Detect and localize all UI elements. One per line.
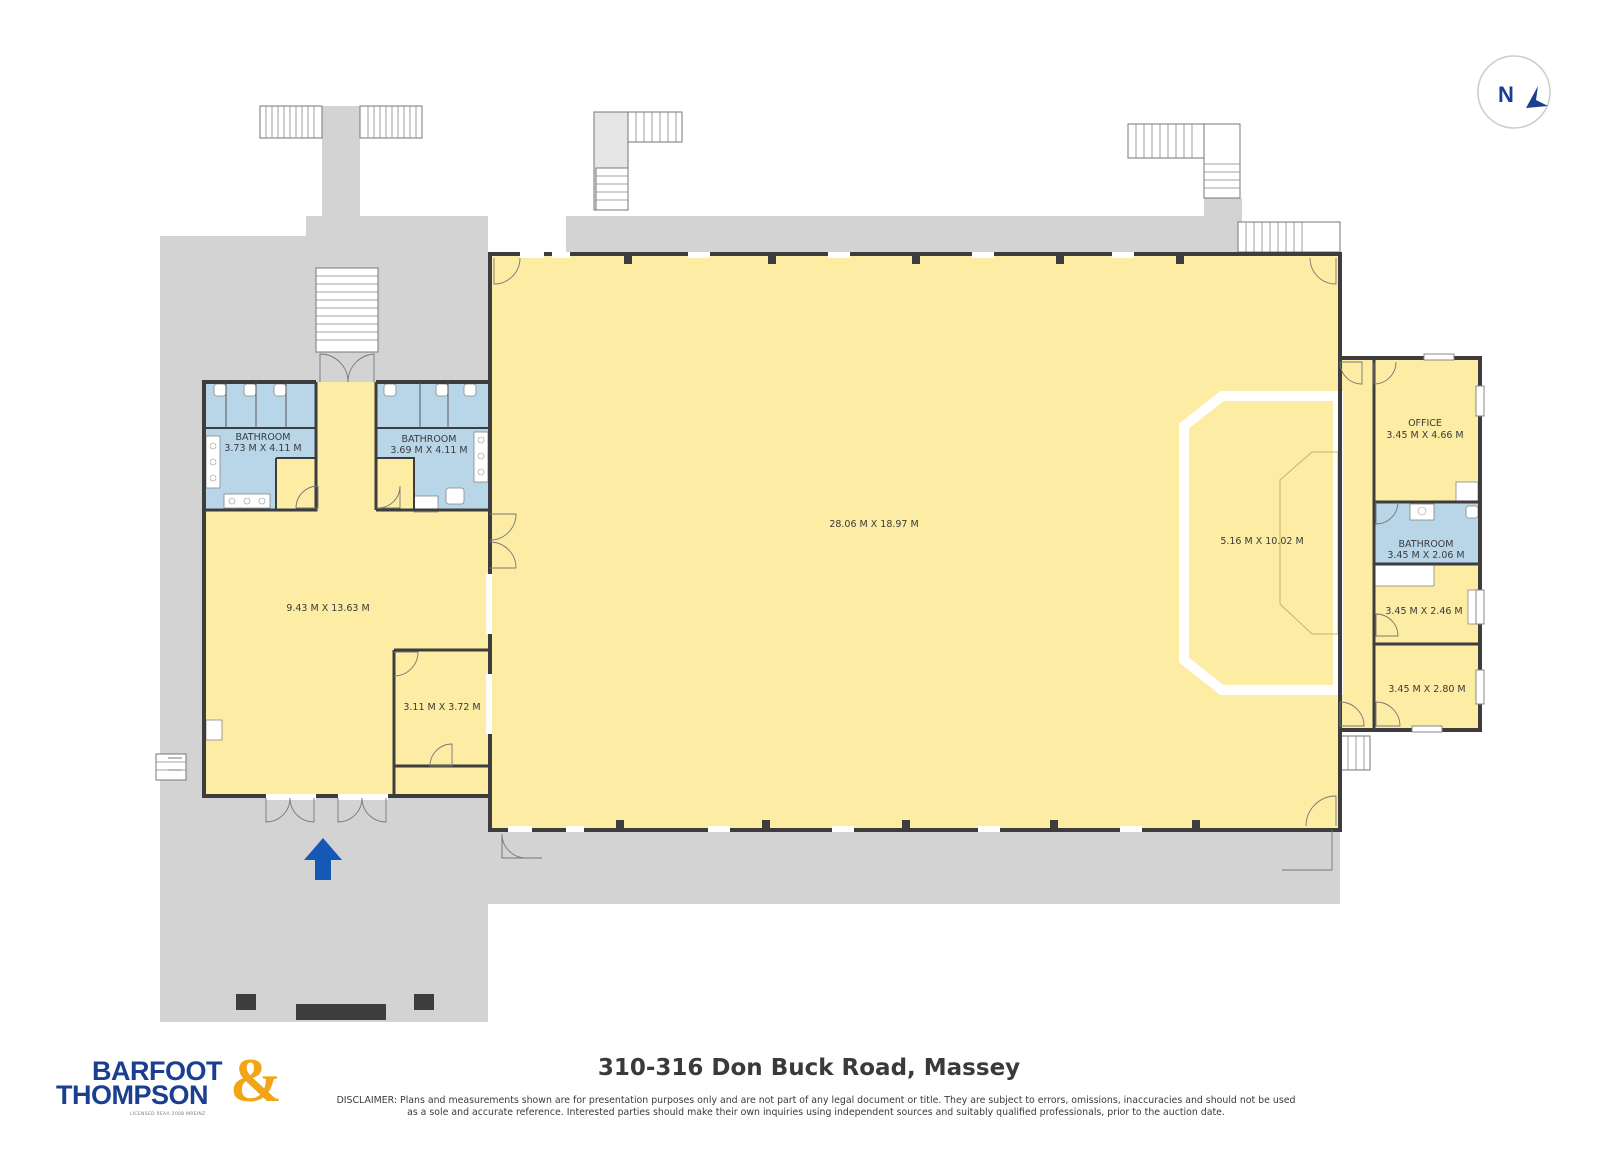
- label-bathroom-mid-name: BATHROOM: [402, 434, 457, 445]
- label-room-b: 3.45 M X 2.80 M: [1388, 684, 1465, 695]
- compass-north-label: N: [1498, 82, 1514, 107]
- label-office-name: OFFICE: [1408, 418, 1442, 429]
- label-office-dims: 3.45 M X 4.66 M: [1386, 430, 1463, 441]
- property-address: 310-316 Don Buck Road, Massey: [597, 1055, 1021, 1081]
- door-swings: [168, 257, 1401, 871]
- outdoor-decks: [160, 106, 1340, 1022]
- label-bathroom-left-name: BATHROOM: [236, 432, 291, 443]
- label-store: 3.11 M X 3.72 M: [403, 702, 480, 713]
- room-fills: [204, 254, 1480, 830]
- label-main-hall: 28.06 M X 18.97 M: [829, 519, 918, 530]
- north-compass-icon: N: [1477, 55, 1551, 129]
- disclaimer-text: DISCLAIMER: Plans and measurements shown…: [336, 1095, 1296, 1118]
- label-bathroom-right-name: BATHROOM: [1399, 539, 1454, 550]
- barfoot-thompson-logo: BARFOOT THOMPSON & LICENSED REAA 2008 MR…: [56, 1050, 286, 1128]
- label-foyer: 9.43 M X 13.63 M: [286, 603, 369, 614]
- label-stage: 5.16 M X 10.02 M: [1220, 536, 1303, 547]
- logo-line1: BARFOOT: [92, 1056, 222, 1086]
- logo-line2: THOMPSON: [56, 1080, 209, 1110]
- room-labels: 28.06 M X 18.97 M 5.16 M X 10.02 M 9.43 …: [224, 418, 1465, 713]
- logo-licence: LICENSED REAA 2008 MREINZ: [130, 1112, 206, 1117]
- bathroom-fixtures: [205, 383, 1479, 741]
- label-bathroom-right-dims: 3.45 M X 2.06 M: [1387, 550, 1464, 561]
- wall-posts: [236, 254, 1200, 1020]
- label-room-a: 3.45 M X 2.46 M: [1385, 606, 1462, 617]
- entry-arrow-icon: [304, 838, 342, 880]
- label-bathroom-mid-dims: 3.69 M X 4.11 M: [390, 445, 467, 456]
- label-bathroom-left-dims: 3.73 M X 4.11 M: [224, 443, 301, 454]
- logo-ampersand: &: [230, 1047, 282, 1115]
